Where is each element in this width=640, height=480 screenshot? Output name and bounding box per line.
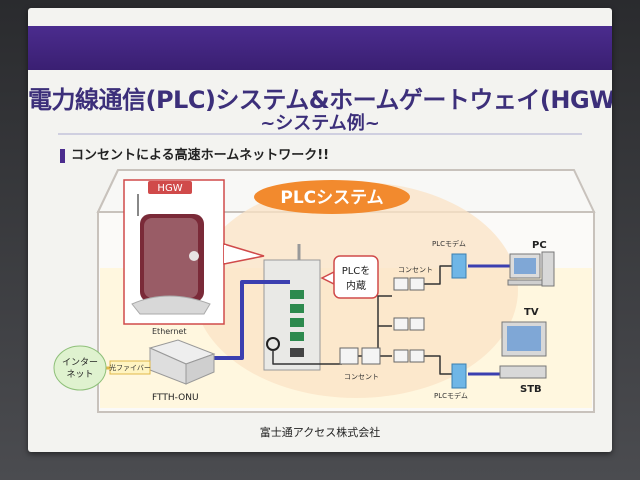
- plc-modem-top: [452, 254, 466, 278]
- outlet-label-bottom: コンセント: [344, 373, 379, 381]
- internet-label-line2: ネット: [66, 369, 93, 380]
- outlet-label-top: コンセント: [398, 266, 433, 274]
- plc-modem-bottom-label: PLCモデム: [434, 391, 468, 400]
- fiber-label: 光ファイバー: [109, 363, 151, 372]
- plc-system-badge-text: PLCシステム: [280, 188, 383, 208]
- plc-builtin-line1: PLCを: [342, 265, 371, 277]
- onu-label: FTTH-ONU: [152, 393, 199, 403]
- stb-label: STB: [520, 384, 542, 395]
- tv-device: [502, 322, 546, 356]
- internet-label-line1: インター: [62, 357, 98, 368]
- ethernet-label: Ethernet: [152, 327, 186, 336]
- plc-modem-top-label: PLCモデム: [432, 239, 466, 248]
- pc-device: [508, 252, 554, 286]
- exhibit-board: 電力線通信(PLC)システム&ホームゲートウェイ(HGW) ~システム例~ コン…: [28, 8, 612, 452]
- network-diagram: PLCシステム HGW: [28, 8, 612, 452]
- plc-builtin-line2: 内蔵: [346, 279, 366, 292]
- tv-label: TV: [524, 307, 539, 318]
- company-credit: 富士通アクセス株式会社: [28, 424, 612, 440]
- plc-modem-bottom: [452, 364, 466, 388]
- internet-bubble: [54, 346, 106, 390]
- stb-device: [500, 366, 546, 378]
- hgw-label: HGW: [157, 183, 182, 194]
- pc-label: PC: [532, 240, 547, 251]
